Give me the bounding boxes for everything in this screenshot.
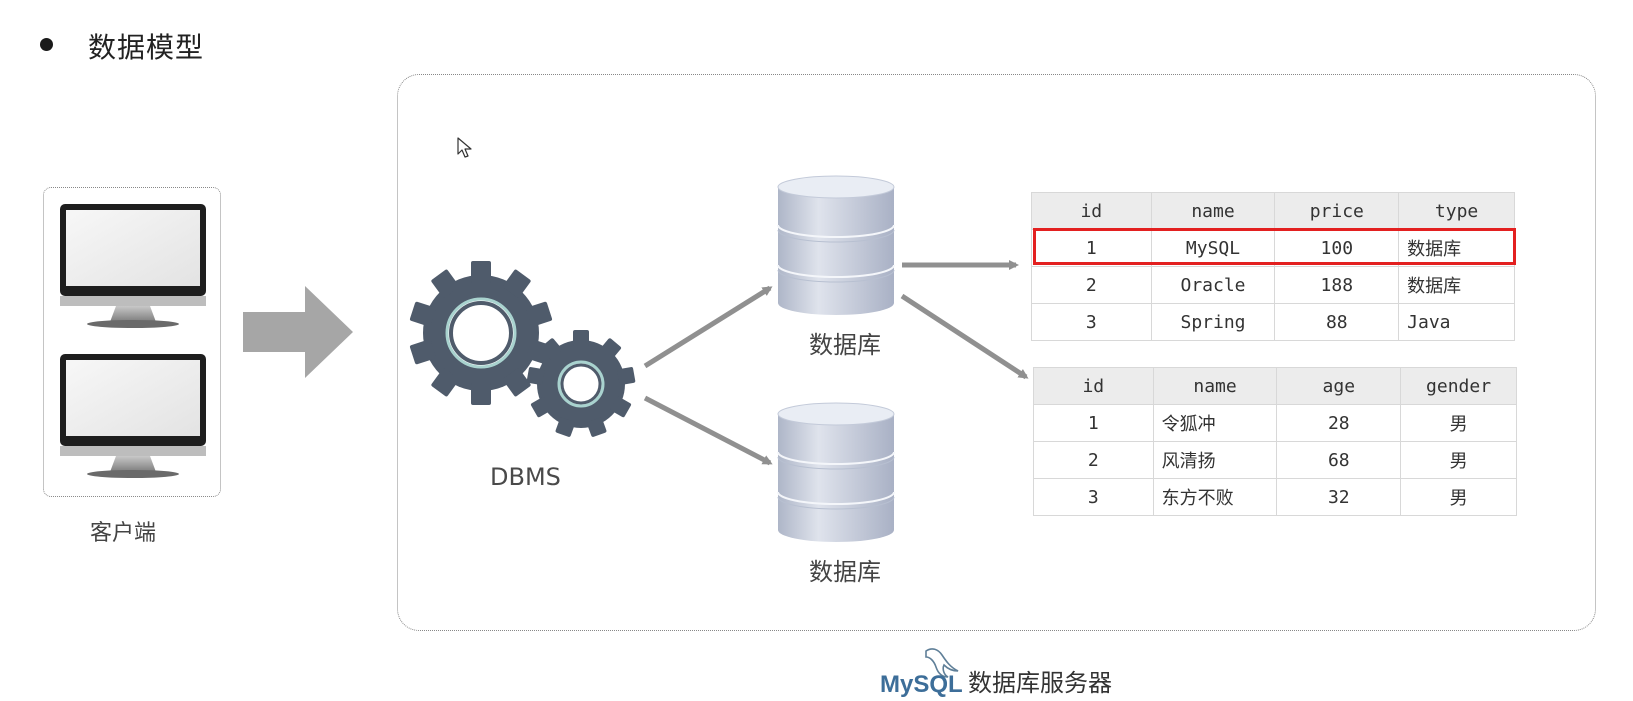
table-cell: 2 [1033, 441, 1154, 479]
column-header: type [1398, 192, 1515, 230]
table-cell: 88 [1274, 303, 1400, 341]
table-row: 2 Oracle 188 数据库 [1031, 266, 1515, 304]
table-row: 3 Spring 88 Java [1031, 303, 1515, 341]
monitor-icon [58, 202, 208, 332]
column-header: name [1152, 367, 1278, 405]
column-header: id [1033, 367, 1154, 405]
server-caption: 数据库服务器 [968, 669, 1112, 697]
table-cell: 28 [1276, 404, 1402, 442]
dbms-gears [407, 255, 647, 459]
product-table: id name price type 1 MySQL 100 数据库 2 Ora… [1031, 192, 1515, 341]
table-cell: Oracle [1150, 266, 1276, 304]
client-panel [43, 187, 221, 497]
table-cell: 男 [1400, 478, 1517, 516]
column-header: age [1276, 367, 1402, 405]
table-cell: 男 [1400, 441, 1517, 479]
table-cell: 令狐冲 [1152, 404, 1278, 442]
highlighted-row-box [1033, 228, 1516, 265]
user-table: id name age gender 1 令狐冲 28 男 2 风清扬 68 男… [1033, 367, 1517, 516]
table-cell: 32 [1276, 478, 1402, 516]
database-label: 数据库 [809, 331, 881, 359]
bullet-dot [40, 38, 53, 51]
table-cell: Java [1398, 303, 1515, 341]
table-cell: 3 [1031, 303, 1152, 341]
table-cell: 2 [1031, 266, 1152, 304]
column-header: gender [1400, 367, 1517, 405]
arrow-db1-to-table2 [900, 293, 1029, 380]
database-cylinder-icon [776, 402, 896, 548]
arrow-dbms-to-db2 [643, 395, 773, 466]
table-row: 2 风清扬 68 男 [1033, 441, 1517, 479]
column-header: price [1274, 192, 1400, 230]
gear-icon [409, 261, 553, 405]
table-cell: 东方不败 [1152, 478, 1278, 516]
client-label: 客户端 [90, 521, 157, 546]
table-cell: 100 [1274, 229, 1400, 267]
table-cell: 188 [1274, 266, 1400, 304]
column-header: id [1031, 192, 1152, 230]
table-cell: 数据库 [1398, 266, 1515, 304]
table-cell: Spring [1150, 303, 1276, 341]
database-label: 数据库 [809, 558, 881, 586]
table-cell: 1 [1033, 404, 1154, 442]
mysql-logo-text: MySQL [880, 671, 963, 697]
column-header: name [1150, 192, 1276, 230]
database-cylinder-icon [776, 175, 896, 321]
gear-icon [526, 330, 636, 437]
cursor-icon [457, 137, 473, 163]
table-header-row: id name price type [1031, 192, 1515, 230]
table-cell: 男 [1400, 404, 1517, 442]
slide-heading: 数据模型 [88, 31, 205, 64]
mysql-dolphin-logo: MySQL [880, 645, 966, 701]
table-cell: 1 [1031, 229, 1152, 267]
arrow-dbms-to-db1 [643, 285, 773, 369]
table-row: 3 东方不败 32 男 [1033, 478, 1517, 516]
database-server-frame [397, 74, 1596, 631]
table-header-row: id name age gender [1033, 367, 1517, 405]
dbms-label: DBMS [490, 463, 561, 491]
table-cell: 68 [1276, 441, 1402, 479]
table-row: 1 令狐冲 28 男 [1033, 404, 1517, 442]
table-cell: 风清扬 [1152, 441, 1278, 479]
right-arrow-icon [243, 286, 355, 382]
table-cell: 数据库 [1398, 229, 1515, 267]
monitor-icon [58, 352, 208, 482]
table-cell: 3 [1033, 478, 1154, 516]
